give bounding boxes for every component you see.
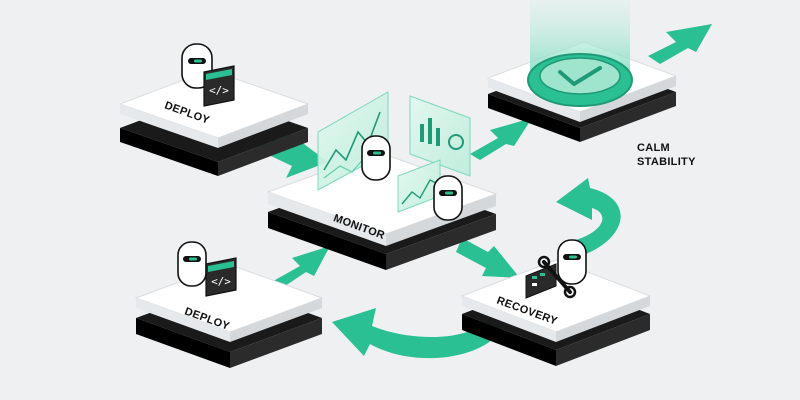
robot-icon <box>433 175 463 221</box>
checkmark-badge-icon <box>527 53 633 107</box>
calm-label-line2: STABILITY <box>637 156 696 168</box>
robot-icon <box>361 135 391 181</box>
chart-panel-icon <box>409 95 471 177</box>
code-terminal-icon: </> <box>203 65 235 107</box>
arrow-calm-exit <box>648 24 712 64</box>
calm-label-line1: CALM <box>637 142 670 154</box>
code-terminal-icon: </> <box>205 257 237 297</box>
arrow-monitor-to-calm <box>470 118 532 160</box>
monitor-icon <box>525 263 557 299</box>
robot-icon <box>557 239 587 285</box>
tile-recovery <box>460 259 652 366</box>
calm-stability-label: CALM STABILITY <box>637 141 696 169</box>
robot-icon <box>177 241 207 287</box>
arrow-recovery-loop-up <box>556 178 621 262</box>
svg-text:</>: </> <box>211 275 231 288</box>
svg-text:</>: </> <box>209 84 229 97</box>
wrench-icon <box>537 255 577 299</box>
arrow-recovery-loop-down <box>332 308 506 359</box>
light-beam <box>530 0 630 74</box>
arrow-deploy-to-monitor-lower <box>268 246 330 292</box>
arrow-monitor-to-recovery <box>456 238 520 278</box>
